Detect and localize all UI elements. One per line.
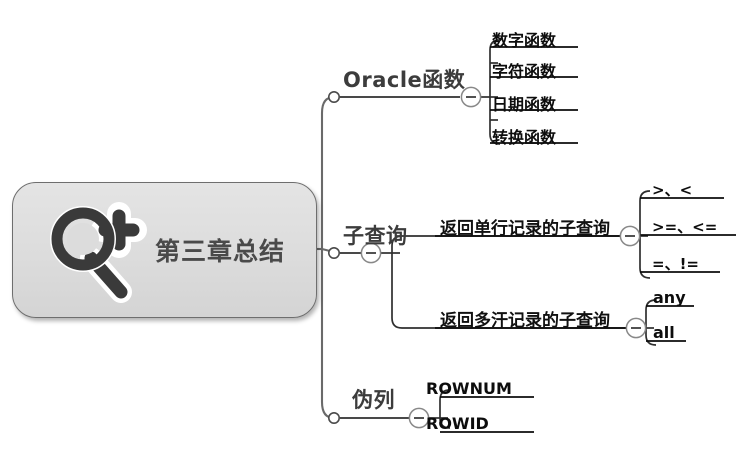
leaf-any[interactable]: any: [653, 288, 686, 307]
trunk-curve-bottom: [320, 401, 335, 420]
spine-operators: [639, 190, 651, 279]
leaf-conversion-function[interactable]: 转换函数: [492, 128, 557, 147]
branch-junctions: [327, 91, 340, 424]
trunk-curve-mid: [321, 247, 335, 254]
toggle-anyall[interactable]: [625, 317, 647, 339]
leaf-numeric-function[interactable]: 数字函数: [492, 31, 557, 50]
leaf-rownum[interactable]: ROWNUM: [426, 379, 512, 398]
junction-dot-pseudocolumn[interactable]: [327, 411, 340, 424]
branch-label-pseudocolumn[interactable]: 伪列: [352, 388, 395, 412]
leaf-all[interactable]: all: [653, 323, 675, 342]
root-node[interactable]: 第三章总结: [12, 182, 317, 318]
leaf-operator-gt-lt[interactable]: >、<: [652, 181, 693, 199]
trunk-curve-top: [320, 95, 335, 114]
branch-label-oracle[interactable]: Oracle函数: [343, 68, 466, 92]
root-label: 第三章总结: [155, 237, 286, 266]
leaf-character-function[interactable]: 字符函数: [492, 62, 557, 81]
toggle-operators[interactable]: [619, 225, 641, 247]
leaf-operator-gte-lte[interactable]: >=、<=: [652, 218, 718, 236]
leaf-single-row-subquery[interactable]: 返回单行记录的子查询: [440, 219, 610, 239]
leaf-operator-eq-neq[interactable]: =、!=: [652, 255, 699, 273]
leaf-date-function[interactable]: 日期函数: [492, 95, 557, 114]
branch-label-subquery[interactable]: 子查询: [343, 224, 408, 248]
junction-dot-oracle[interactable]: [327, 91, 340, 104]
magnifier-plus-icon: [39, 194, 151, 306]
junction-dot-subquery[interactable]: [327, 247, 340, 260]
leaf-multi-row-subquery[interactable]: 返回多汗记录的子查询: [440, 311, 610, 331]
leaf-rowid[interactable]: ROWID: [426, 414, 489, 433]
